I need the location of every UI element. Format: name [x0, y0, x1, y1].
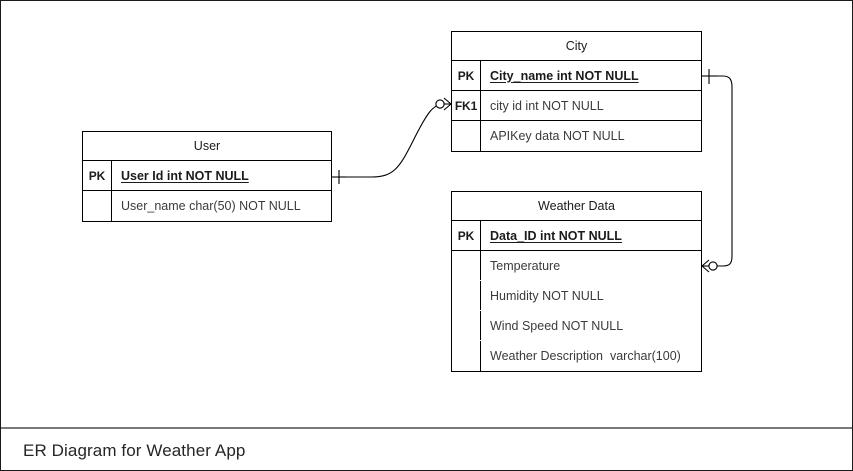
entity-weather-data-row-0[interactable]: PK Data_ID int NOT NULL: [452, 221, 701, 251]
entity-city-row-1[interactable]: FK1 city id int NOT NULL: [452, 91, 701, 121]
entity-weather-data-row-2-attribute: Humidity NOT NULL: [490, 288, 604, 303]
entity-weather-data-row-4-attribute: Weather Description varchar(100): [490, 349, 681, 363]
diagram-caption: ER Diagram for Weather App: [23, 440, 246, 460]
entity-city[interactable]: City PK City_name int NOT NULL FK1 city …: [451, 31, 702, 152]
entity-city-row-0-attribute: City_name int NOT NULL: [490, 68, 639, 83]
diagram-canvas[interactable]: User PK User Id int NOT NULL User_name c…: [1, 1, 852, 427]
entity-user-row-1[interactable]: User_name char(50) NOT NULL: [83, 191, 331, 221]
entity-weather-data-row-2[interactable]: Humidity NOT NULL: [452, 281, 701, 311]
entity-city-row-2-key: [452, 121, 481, 151]
entity-weather-data-row-4-key: [452, 341, 481, 371]
entity-city-row-2-attribute: APIKey data NOT NULL: [490, 129, 625, 143]
entity-city-row-1-attribute: city id int NOT NULL: [490, 98, 604, 113]
entity-city-row-2[interactable]: APIKey data NOT NULL: [452, 121, 701, 151]
entity-weather-data-title: Weather Data: [452, 192, 701, 221]
crow-foot-icon: [443, 97, 452, 111]
relationship-user-to-city[interactable]: [332, 97, 452, 184]
zero-cardinality-circle: [708, 261, 718, 271]
entity-weather-data-row-0-key: PK: [452, 221, 481, 250]
entity-weather-data-row-3-key: [452, 311, 481, 340]
entity-user-row-0[interactable]: PK User Id int NOT NULL: [83, 161, 331, 191]
entity-user-row-0-attribute: User Id int NOT NULL: [121, 168, 249, 183]
zero-cardinality-circle: [435, 99, 445, 109]
entity-weather-data-row-1[interactable]: Temperature: [452, 251, 701, 281]
entity-weather-data-row-1-key: [452, 251, 481, 280]
entity-user[interactable]: User PK User Id int NOT NULL User_name c…: [82, 131, 332, 222]
diagram-caption-bar: ER Diagram for Weather App: [1, 427, 852, 470]
entity-user-title: User: [83, 132, 331, 161]
entity-weather-data[interactable]: Weather Data PK Data_ID int NOT NULL Tem…: [451, 191, 702, 372]
entity-user-row-1-key: [83, 191, 112, 221]
entity-weather-data-row-0-attribute: Data_ID int NOT NULL: [490, 228, 622, 243]
entity-weather-data-row-2-key: [452, 281, 481, 310]
entity-weather-data-row-3[interactable]: Wind Speed NOT NULL: [452, 311, 701, 341]
crow-foot-icon: [701, 259, 710, 273]
entity-user-row-1-attribute: User_name char(50) NOT NULL: [121, 199, 301, 213]
entity-weather-data-row-1-attribute: Temperature: [490, 258, 561, 273]
entity-user-row-0-key: PK: [83, 161, 112, 190]
entity-city-title: City: [452, 32, 701, 61]
entity-weather-data-row-3-attribute: Wind Speed NOT NULL: [490, 318, 624, 333]
entity-city-row-0[interactable]: PK City_name int NOT NULL: [452, 61, 701, 91]
relationship-city-to-weather-data[interactable]: [701, 69, 733, 273]
entity-city-row-1-key: FK1: [452, 91, 481, 120]
entity-city-row-0-key: PK: [452, 61, 481, 90]
entity-weather-data-row-4[interactable]: Weather Description varchar(100): [452, 341, 701, 371]
